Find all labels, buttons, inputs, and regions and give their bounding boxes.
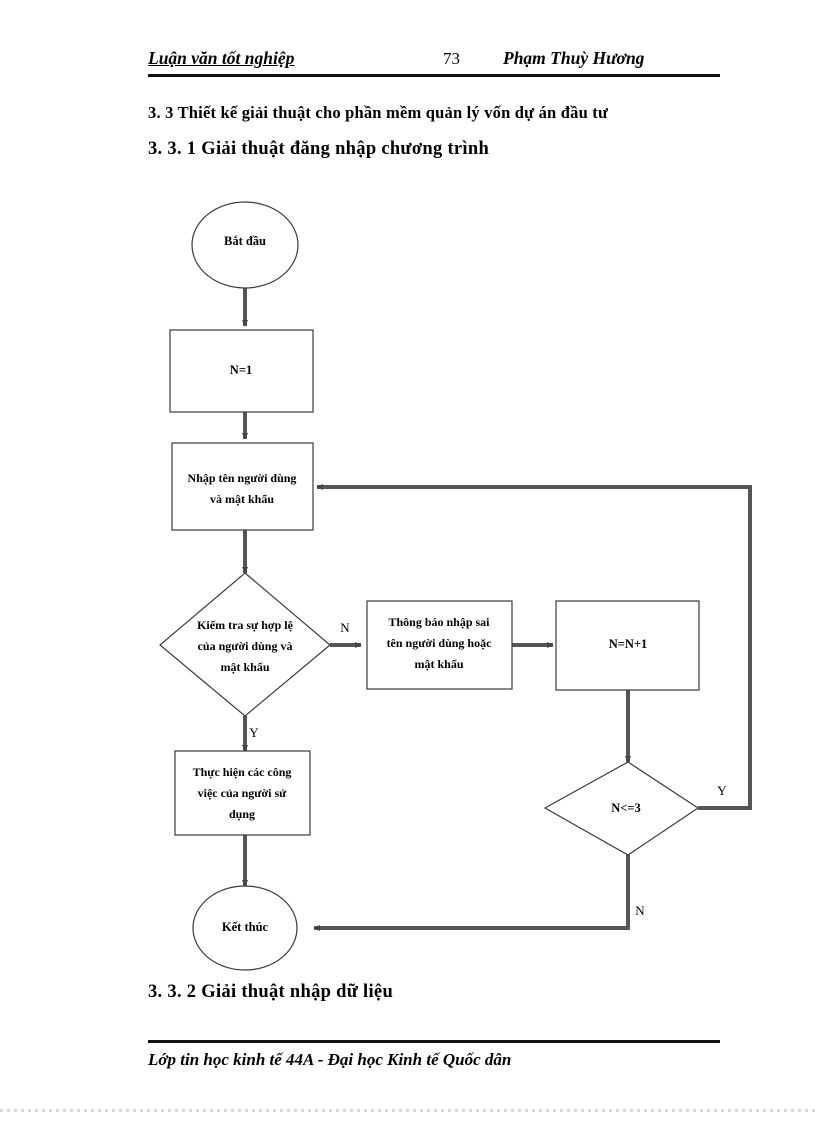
flow-node-start: Bắt đầu <box>191 201 299 289</box>
input-label-line2: và mật khẩu <box>210 492 274 506</box>
page-header: Luận văn tốt nghiệp 73 Phạm Thuỳ Hương <box>148 48 720 82</box>
check-label-line1: Kiểm tra sự hợp lệ <box>197 618 294 632</box>
increment-label: N=N+1 <box>609 637 648 651</box>
flow-node-retry: N<=3 <box>543 761 700 856</box>
flow-node-end: Kết thúc <box>192 885 298 971</box>
section-heading-3-3: 3. 3 Thiết kế giải thuật cho phần mềm qu… <box>148 103 609 122</box>
section-heading-3-3-1: 3. 3. 1 Giải thuật đăng nhập chương trìn… <box>148 139 490 159</box>
work-label-line1: Thực hiện các công <box>193 765 292 779</box>
increment-rect <box>555 600 700 691</box>
flow-node-init: N=1 <box>169 329 314 413</box>
flow-node-error: Thông báo nhập sai tên người dùng hoặc m… <box>366 600 513 690</box>
input-label-line1: Nhập tên người dùng <box>188 471 297 485</box>
branch-label-check-no: N <box>340 620 350 635</box>
footer-divider <box>148 1040 720 1043</box>
flow-node-work: Thực hiện các công việc của người sử dụn… <box>174 750 311 836</box>
input-rect <box>171 442 314 531</box>
section-heading-3-3-2: 3. 3. 2 Giải thuật nhập dữ liệu <box>148 982 394 1002</box>
header-document-title: Luận văn tốt nghiệp <box>148 48 295 68</box>
check-label-line3: mật khẩu <box>220 660 269 674</box>
retry-diamond <box>543 761 700 856</box>
header-divider <box>148 74 720 77</box>
scan-edge-artifact <box>0 1109 816 1112</box>
end-label: Kết thúc <box>222 920 269 934</box>
work-label-line2: việc của người sử <box>198 786 288 800</box>
init-rect <box>169 329 314 413</box>
error-label-line2: tên người dùng hoặc <box>387 636 493 650</box>
header-author-name: Phạm Thuỳ Hương <box>503 48 645 68</box>
error-label-line1: Thông báo nhập sai <box>388 615 490 629</box>
start-ellipse <box>191 201 299 289</box>
start-label: Bắt đầu <box>224 234 266 248</box>
end-ellipse <box>192 885 298 971</box>
check-diamond <box>159 572 331 717</box>
work-label-line3: dụng <box>229 807 255 821</box>
branch-label-check-yes: Y <box>249 725 259 740</box>
edge-retry-no-to-end <box>313 855 630 932</box>
page-header-row: Luận văn tốt nghiệp 73 Phạm Thuỳ Hương <box>148 48 720 74</box>
retry-label: N<=3 <box>611 801 641 815</box>
header-page-number: 73 <box>443 49 460 68</box>
footer-text: Lớp tin học kinh tế 44A - Đại học Kinh t… <box>148 1050 512 1069</box>
flow-node-input: Nhập tên người dùng và mật khẩu <box>171 442 314 531</box>
init-label: N=1 <box>230 363 252 377</box>
branch-label-retry-no: N <box>635 903 645 918</box>
flow-node-increment: N=N+1 <box>555 600 700 691</box>
check-label-line2: của người dùng và <box>198 639 293 653</box>
work-rect <box>174 750 311 836</box>
flow-node-check: Kiểm tra sự hợp lệ của người dùng và mật… <box>159 572 331 717</box>
edge-retry-yes-to-input <box>316 483 752 810</box>
branch-label-retry-yes: Y <box>717 783 727 798</box>
error-rect <box>366 600 513 690</box>
error-label-line3: mật khẩu <box>414 657 463 671</box>
